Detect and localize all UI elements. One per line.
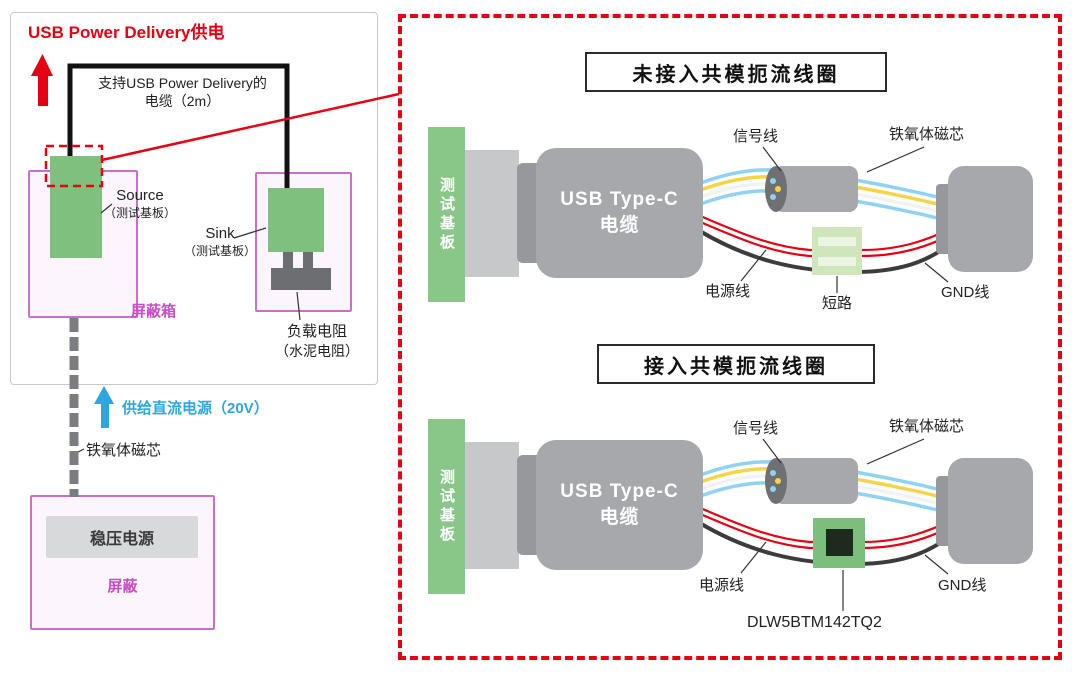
top-ferrite-core (765, 166, 858, 212)
top-pointer-lines (740, 146, 949, 293)
top-test-board-label: 测试基板 (438, 176, 455, 253)
psu-label: 稳压电源 (89, 531, 154, 548)
bottom-cable-body (536, 440, 703, 570)
load-resistor-label: 负载电阻 （水泥电阻） (258, 322, 376, 360)
load-resistor-label-line2: （水泥电阻） (275, 342, 359, 359)
dc-supply-arrow (94, 386, 114, 428)
top-receptacle (465, 150, 547, 277)
sink-label-main: Sink (205, 225, 235, 242)
bottom-ferrite-label: 铁氧体磁芯 (889, 418, 965, 435)
bottom-gnd-label: GND线 (938, 577, 987, 594)
pd-cable-label: 支持USB Power Delivery的 电缆（2m） (75, 74, 290, 110)
top-short-label: 短路 (822, 295, 853, 312)
top-short-component (812, 227, 862, 275)
bottom-right-connector (936, 458, 1033, 564)
top-cable-label: USB Type-C 电缆 (536, 148, 703, 278)
source-board (50, 156, 102, 258)
sink-label-sub: （测试基板） (183, 243, 256, 258)
source-label-main: Source (116, 187, 164, 204)
pd-cable-label-line2: 电缆（2m） (144, 93, 221, 110)
bottom-cable-label-line2: 电缆 (599, 507, 640, 528)
top-cable-body (536, 148, 703, 278)
dc-supply-label: 供给直流电源（20V） (122, 400, 269, 417)
top-signal-label: 信号线 (733, 128, 779, 145)
bottom-diagram-title-text: 接入共模扼流线圈 (644, 355, 828, 378)
top-gnd-label: GND线 (941, 284, 990, 301)
sink-board (268, 188, 324, 270)
bottom-power-wires (697, 505, 955, 550)
bottom-power-label: 电源线 (699, 577, 745, 594)
pd-power-arrow (31, 54, 53, 106)
psu-unit: 稳压电源 (46, 516, 198, 558)
top-cable-label-line1: USB Type-C (560, 189, 679, 211)
top-power-label: 电源线 (705, 283, 751, 300)
bottom-test-board (428, 419, 465, 594)
load-resistor-label-line1: 负载电阻 (286, 323, 347, 340)
source-label-sub: （测试基板） (103, 205, 176, 220)
source-label: Source （测试基板） (92, 186, 188, 221)
top-ferrite-label: 铁氧体磁芯 (889, 126, 965, 143)
ferrite-core-label-left: 铁氧体磁芯 (86, 442, 162, 459)
shield-label: 屏蔽 (107, 578, 138, 595)
pd-cable-label-line1: 支持USB Power Delivery的 (98, 75, 267, 91)
zoom-source-region (44, 92, 400, 188)
top-diagram-title-text: 未接入共模扼流线圈 (632, 63, 840, 86)
usb-pd-cable-wire (67, 63, 290, 188)
top-power-wires (697, 213, 955, 258)
top-cable-label-line2: 电缆 (599, 215, 640, 236)
bottom-signal-label: 信号线 (733, 420, 779, 437)
bottom-cable-label-line1: USB Type-C (560, 481, 679, 503)
bottom-test-board-label: 测试基板 (438, 468, 455, 545)
top-right-connector (936, 166, 1033, 272)
top-test-board (428, 127, 465, 302)
bottom-cable-label: USB Type-C 电缆 (536, 440, 703, 570)
bottom-diagram-title: 接入共模扼流线圈 (597, 344, 875, 384)
choke-part-number-label: DLW5BTM142TQ2 (747, 614, 882, 631)
bottom-pointer-lines (740, 438, 949, 611)
shield-box-label: 屏蔽箱 (131, 303, 177, 320)
sink-label: Sink （测试基板） (178, 224, 262, 259)
bottom-receptacle (465, 442, 547, 569)
top-diagram-title: 未接入共模扼流线圈 (585, 52, 887, 92)
choke-component (813, 518, 865, 568)
bottom-ferrite-core (765, 458, 858, 504)
load-resistor (271, 268, 331, 290)
left-pointer-lines (77, 203, 301, 453)
pd-power-label: USB Power Delivery供电 (28, 23, 225, 42)
